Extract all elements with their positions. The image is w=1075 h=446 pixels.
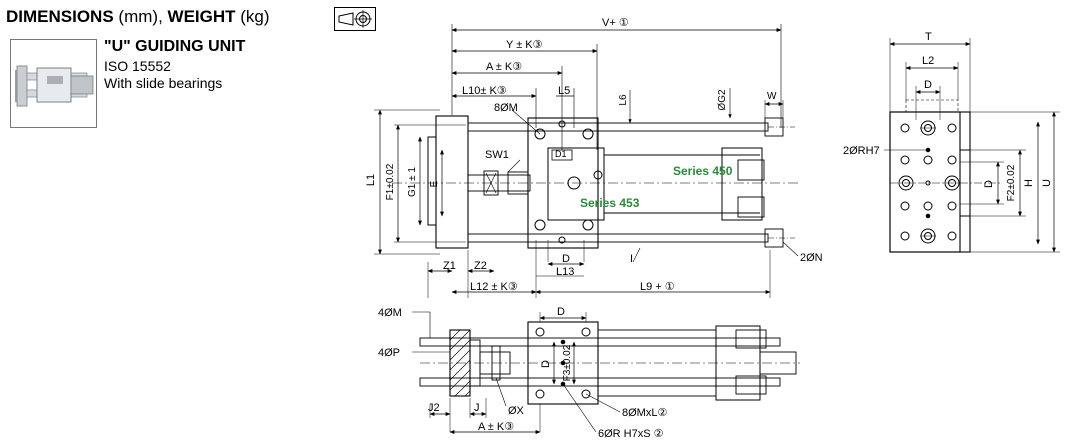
dim-U: U: [1041, 179, 1053, 187]
dim-L2: L2: [922, 55, 934, 67]
dim-F3: F3±0.02: [562, 344, 573, 381]
dim-J2: J2: [428, 402, 440, 414]
dim-F2: F2±0.02: [1006, 164, 1017, 201]
label-4P: 4ØP: [378, 347, 400, 359]
dim-A-bottom: A ± K③: [478, 421, 514, 433]
dim-J: J: [474, 402, 480, 414]
dim-D: D: [562, 253, 570, 265]
label-series-450: Series 450: [673, 164, 733, 178]
heading-weight-unit: (kg): [240, 7, 270, 26]
dim-E: E: [429, 180, 440, 187]
product-thumbnail: [10, 39, 97, 128]
unit-title: "U" GUIDING UNIT: [104, 38, 246, 55]
dim-D-bottom-left: D: [540, 360, 552, 368]
dim-L1: L1: [365, 174, 377, 186]
side-view-labels: T L2 D 2ØRH7 D F2±0.02 H U: [843, 31, 1053, 201]
dim-L6: L6: [618, 94, 629, 106]
projection-symbol-icon: [334, 7, 376, 31]
dim-Z1: Z1: [443, 260, 456, 272]
unit-bearings: With slide bearings: [104, 75, 223, 91]
unit-standard: ISO 15552: [104, 58, 171, 74]
label-SW1: SW1: [485, 149, 509, 161]
dim-I: I: [630, 253, 633, 265]
label-D1: D1: [555, 149, 567, 159]
label-6R-H7xS: 6ØR H7xS ②: [598, 428, 664, 440]
dim-W: W: [767, 91, 777, 102]
label-series-453: Series 453: [580, 196, 640, 210]
bottom-view: [412, 311, 800, 434]
label-2N: 2ØN: [800, 252, 823, 264]
dim-H: H: [1023, 179, 1035, 187]
label-4M: 4ØM: [378, 307, 402, 319]
label-X: ØX: [508, 405, 525, 417]
dim-D-bottom: D: [557, 306, 565, 318]
label-2R-H7: 2ØRH7: [843, 145, 880, 157]
side-view: [884, 38, 1060, 253]
dim-A: A ± K③: [486, 61, 522, 73]
heading-dimensions: DIMENSIONS: [6, 7, 114, 26]
dim-L5: L5: [558, 85, 570, 97]
dim-V: V+ ①: [602, 17, 629, 29]
dim-F1: F1±0.02: [385, 163, 396, 200]
dim-G1: G1 ± 1: [407, 167, 418, 197]
dim-Z2: Z2: [474, 260, 487, 272]
label-8M: 8ØM: [494, 102, 518, 114]
dim-L12: L12 ± K③: [470, 281, 518, 293]
label-8MxL: 8ØMxL②: [622, 407, 667, 419]
dim-G2: ØG2: [717, 89, 728, 111]
bottom-view-labels: 4ØM 4ØP D D F3±0.02 J2 J ØX 8ØMxL② A ± K…: [378, 306, 667, 440]
top-view: [374, 24, 800, 298]
heading-dimensions-unit: (mm),: [118, 7, 163, 26]
dim-T: T: [925, 31, 932, 43]
page-heading: DIMENSIONS (mm), WEIGHT (kg): [6, 7, 270, 27]
dim-L10: L10± K③: [462, 85, 507, 97]
dim-Y: Y ± K③: [506, 39, 543, 51]
dim-L9: L9 + ①: [640, 281, 675, 293]
dim-L13: L13: [556, 266, 574, 278]
dim-D-right: D: [983, 180, 995, 188]
dim-D-side: D: [924, 79, 932, 91]
heading-weight: WEIGHT: [167, 7, 236, 26]
top-view-labels: V+ ① Y ± K③ A ± K③ L10± K③ L5 8ØM SW1 D1…: [365, 17, 823, 293]
